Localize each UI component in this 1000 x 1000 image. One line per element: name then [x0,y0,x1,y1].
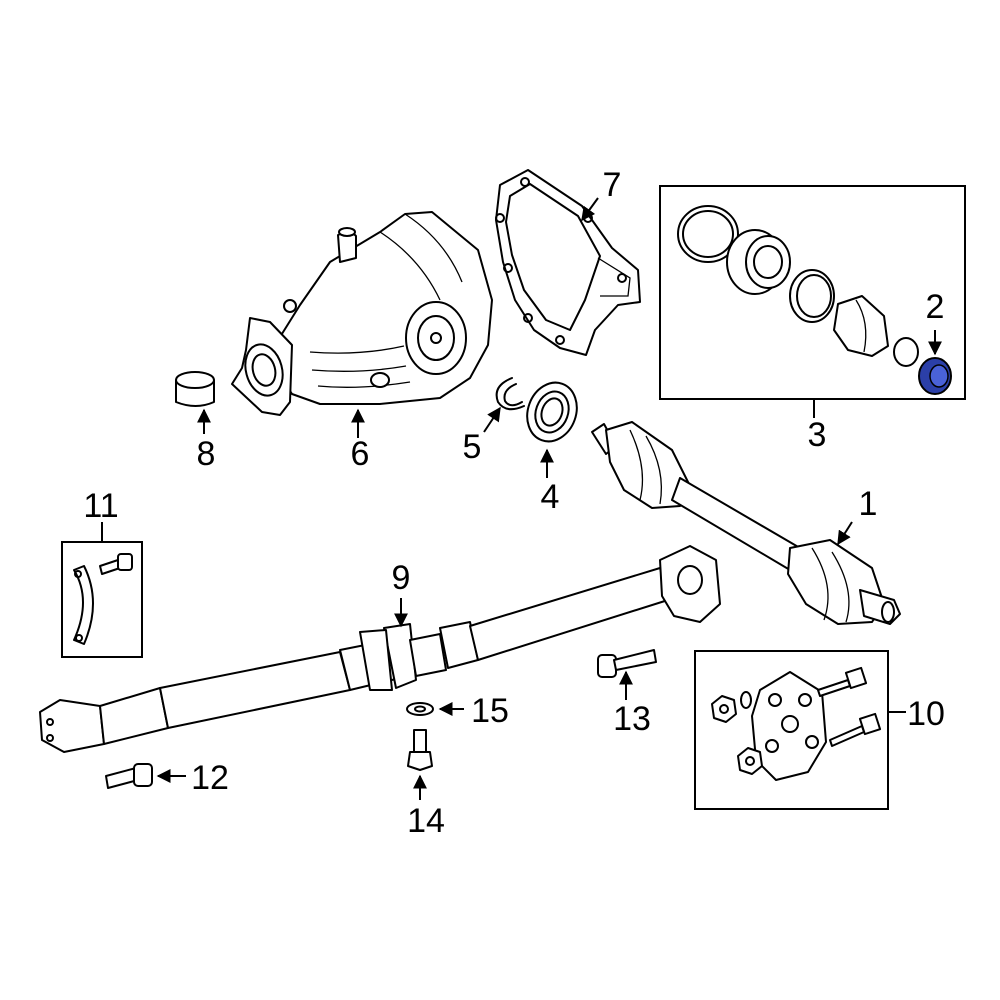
callout-15: 15 [471,692,509,730]
part-2-highlighted-nut[interactable] [918,357,952,395]
bushing[interactable] [175,371,215,407]
callout-10: 10 [907,695,945,733]
cv-boot-kit-box[interactable] [659,185,966,400]
kit-ring-large [677,205,739,263]
callout-5: 5 [463,428,482,466]
flex-disc-kit-box[interactable] [694,650,889,810]
flex-disc [751,671,827,781]
callout-4: 4 [541,478,560,516]
callout-6: 6 [351,435,370,473]
leader-lines [101,197,942,800]
kit-clamp [789,269,835,323]
callout-13: 13 [613,700,651,738]
callout-2: 2 [926,288,945,326]
bolt-13[interactable] [597,649,657,678]
washer-15[interactable] [406,702,434,716]
kit-cv-joint [726,229,791,295]
kit-retaining-ring [893,337,919,367]
callout-1: 1 [859,485,878,523]
axle-shaft[interactable] [591,421,901,625]
callout-12: 12 [191,759,229,797]
callout-3: 3 [808,416,827,454]
callout-14: 14 [407,802,445,840]
callout-labels: 1 2 3 4 5 6 7 8 9 10 11 12 13 14 15 [83,166,945,840]
differential-housing[interactable] [231,211,493,416]
axle-seal[interactable] [519,376,585,449]
callout-8: 8 [197,435,216,473]
bracket-kit-box[interactable] [61,541,143,658]
flex-disc-nuts-washers [711,691,763,775]
callout-9: 9 [392,559,411,597]
flex-disc-bolts [817,666,882,747]
bolt-14[interactable] [407,729,433,771]
bolt-12[interactable] [105,763,153,789]
kit-boot [833,295,889,357]
snap-ring[interactable] [495,377,525,411]
driveshaft[interactable] [39,545,721,753]
callout-11: 11 [83,487,118,525]
callout-7: 7 [603,166,622,204]
